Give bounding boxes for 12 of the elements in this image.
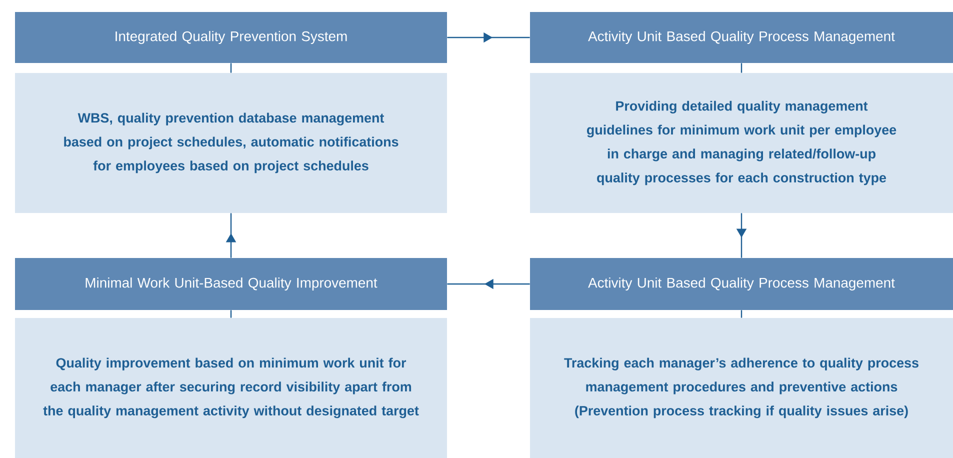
- connector-line: [230, 310, 232, 318]
- description-box: Providing detailed quality management guidelines for minimum work unit per employee in charge and managing related/follow-up quality processes for each construction type: [530, 72, 953, 213]
- header-box: Minimal Work Unit-Based Quality Improvement: [15, 258, 447, 310]
- header-box: Activity Unit Based Quality Process Management: [530, 12, 953, 63]
- connector-line: [230, 63, 232, 73]
- description-box: Tracking each manager’s adherence to quality process management procedures and preventive actions (Prevention process tracking if quality issues arise): [530, 318, 953, 458]
- header-box: Activity Unit Based Quality Process Management: [530, 258, 953, 310]
- connector-line: [740, 310, 742, 318]
- description-box: WBS, quality prevention database management based on project schedules, automatic notifications for employees based on project schedules: [15, 72, 447, 213]
- connector-line: [740, 63, 742, 73]
- description-box: Quality improvement based on minimum work unit for each manager after securing record visibility apart from the quality management activity without designated target: [15, 318, 447, 458]
- header-box: Integrated Quality Prevention System: [15, 12, 447, 63]
